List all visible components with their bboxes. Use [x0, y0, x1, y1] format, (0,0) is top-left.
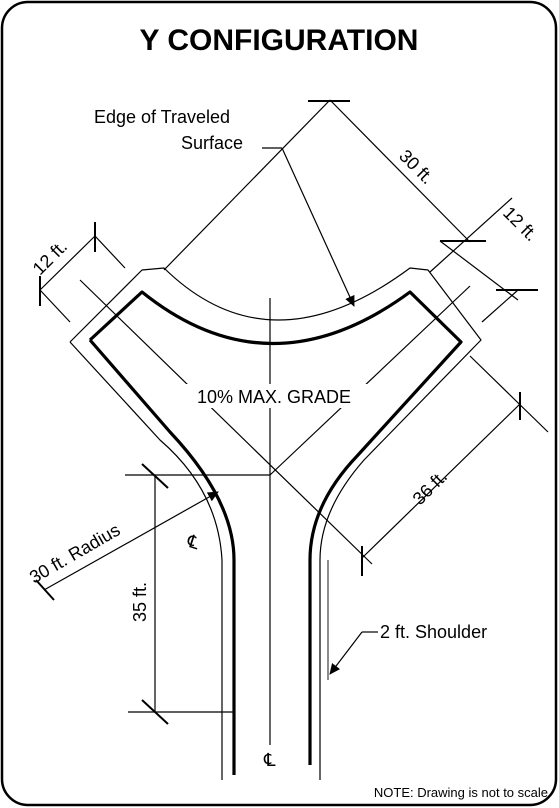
dim-12ft-left-ext2 [39, 289, 71, 323]
grade-label-bg [172, 384, 378, 408]
diagram-title: Y CONFIGURATION [140, 24, 419, 57]
dim-12ft-left-ext [94, 235, 126, 269]
shoulder-outline-left-leg [69, 341, 223, 780]
shoulder-leader-arrow [329, 631, 363, 675]
dim-12ft-right-line [429, 197, 513, 273]
label-shoulder: 2 ft. Shoulder [380, 622, 487, 642]
dim-36ft-ext [469, 355, 549, 433]
centerline-diagonal-left [79, 279, 373, 565]
label-edge-line1: Edge of Traveled [94, 107, 230, 127]
label-grade: 10% MAX. GRADE [197, 387, 351, 407]
radius-line [43, 491, 219, 591]
dim-12ft-right-line2 [439, 240, 519, 301]
traveled-surface-edge [88, 290, 463, 765]
label-dim-35ft: 35 ft. [130, 582, 150, 622]
centerline-diagonal-right [163, 99, 331, 271]
centerline-symbol-lower: ℄ [263, 750, 276, 770]
dim-12ft-left-line [39, 235, 96, 291]
dim-30ft-line [329, 99, 471, 243]
shoulder-outline [69, 267, 482, 780]
label-edge-line2: Surface [181, 133, 243, 153]
dim-12ft-right-line3 [481, 289, 519, 323]
label-dim-12ft-right: 12 ft. [499, 203, 541, 245]
dim-35ft-tick-top [141, 463, 169, 489]
centerline-diagonal-right-lower [269, 285, 471, 476]
dim-36ft-line [361, 403, 521, 559]
centerline-symbol-upper: ℄ [184, 530, 203, 553]
label-dim-30ft: 30 ft. [395, 146, 437, 188]
label-note: NOTE: Drawing is not to scale [374, 785, 548, 800]
label-dim-36ft: 36 ft. [409, 466, 451, 508]
edge-leader-arrow [281, 147, 355, 307]
radius-tick [35, 579, 55, 601]
dim-35ft-tick-bottom [141, 699, 169, 725]
label-dim-12ft-left: 12 ft. [29, 236, 71, 278]
